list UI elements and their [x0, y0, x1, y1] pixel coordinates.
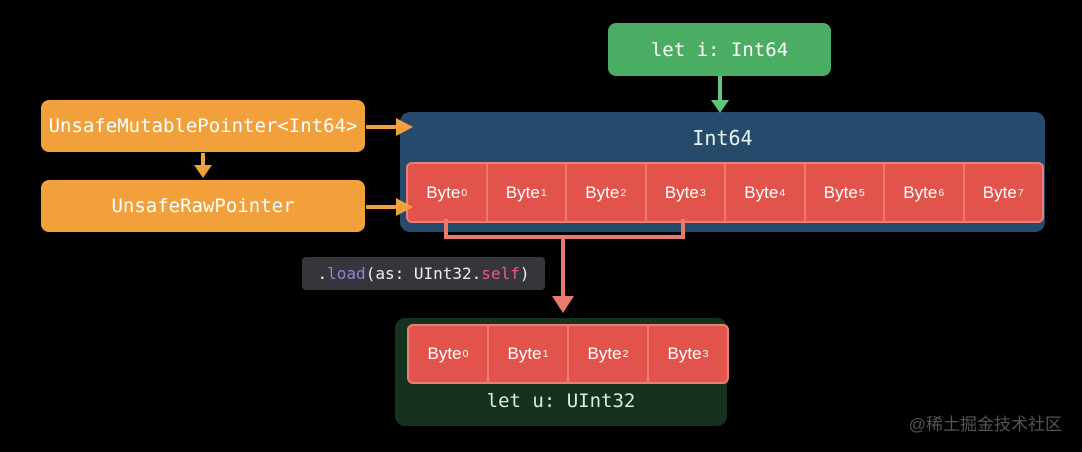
arrow-mutable-to-raw-icon — [194, 153, 212, 178]
code-segment: . — [317, 264, 328, 283]
code-segment: UInt32 — [413, 264, 472, 283]
code-segment: self — [481, 264, 520, 283]
unsafe-mutable-pointer-box: UnsafeMutablePointer<Int64> — [41, 100, 365, 152]
int64-value-box: let i: Int64 — [608, 23, 831, 76]
unsafe-mutable-pointer-label: UnsafeMutablePointer<Int64> — [48, 115, 358, 137]
uint32-result-label-text: let u: UInt32 — [486, 390, 636, 412]
code-segment: load — [327, 264, 366, 283]
code-segment: (as: — [365, 264, 414, 283]
load-code-snippet: .load(as: UInt32.self) — [302, 257, 545, 290]
code-segment: ) — [519, 264, 530, 283]
watermark: @稀土掘金技术社区 — [908, 415, 1062, 434]
int64-value-label: let i: Int64 — [650, 38, 789, 61]
unsafe-raw-pointer-label: UnsafeRawPointer — [111, 195, 295, 217]
uint32-result-label: let u: UInt32 — [395, 382, 727, 420]
int64-memory-title: Int64 — [400, 112, 1045, 164]
int64-memory-title-text: Int64 — [692, 126, 753, 150]
unsafe-raw-pointer-box: UnsafeRawPointer — [41, 180, 365, 232]
arrow-value-to-int64-icon — [711, 76, 729, 113]
code-segment: . — [471, 264, 482, 283]
